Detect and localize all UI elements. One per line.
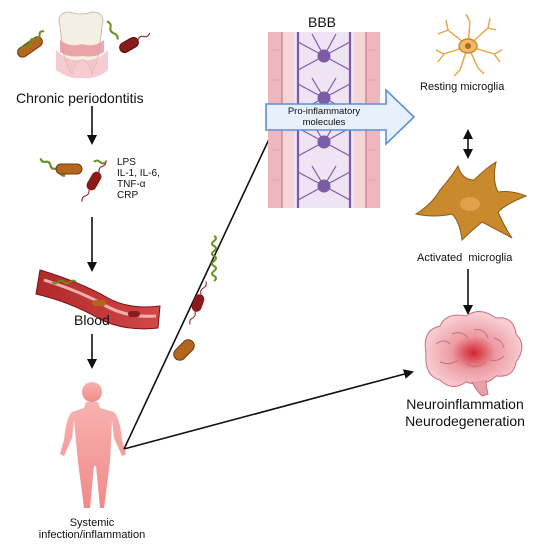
bacteria-icon	[173, 235, 217, 361]
arrow-to-bbb	[123, 118, 280, 450]
systemic-label-line2: infection/inflammation	[38, 529, 146, 541]
pro-inflammatory-label-line1: Pro-inflammatory	[287, 106, 361, 117]
human-body-icon	[60, 382, 126, 508]
chronic-periodontitis-label: Chronic periodontitis	[16, 90, 144, 106]
bacteria-icon	[39, 158, 107, 202]
tooth-icon	[56, 11, 108, 79]
activated-microglia-label: Activated microglia	[417, 252, 513, 264]
arrow-to-outcome	[123, 369, 414, 450]
pro-inflammatory-label-line2: molecules	[302, 117, 346, 128]
outcome-label-line2: Neurodegeneration	[405, 413, 525, 429]
mediator-lps-label: LPS	[117, 157, 136, 168]
outcome-label-line1: Neuroinflammation	[406, 396, 524, 412]
mediator-tnf-label: TNF-α	[117, 179, 146, 190]
bbb-label: BBB	[308, 14, 337, 30]
systemic-label-line1: Systemic	[69, 517, 115, 529]
mediator-il-label: IL-1, IL-6,	[117, 168, 160, 179]
brain-icon	[424, 311, 523, 397]
mediator-crp-label: CRP	[117, 190, 139, 201]
blood-vessel-icon	[35, 269, 161, 330]
blood-label: Blood	[74, 312, 110, 328]
resting-microglia-label: Resting microglia	[420, 81, 505, 93]
bacteria-icon	[17, 20, 151, 58]
pro-inflammatory-arrow	[265, 88, 416, 146]
activated-microglia-icon	[414, 160, 528, 242]
resting-microglia-icon	[435, 13, 503, 77]
